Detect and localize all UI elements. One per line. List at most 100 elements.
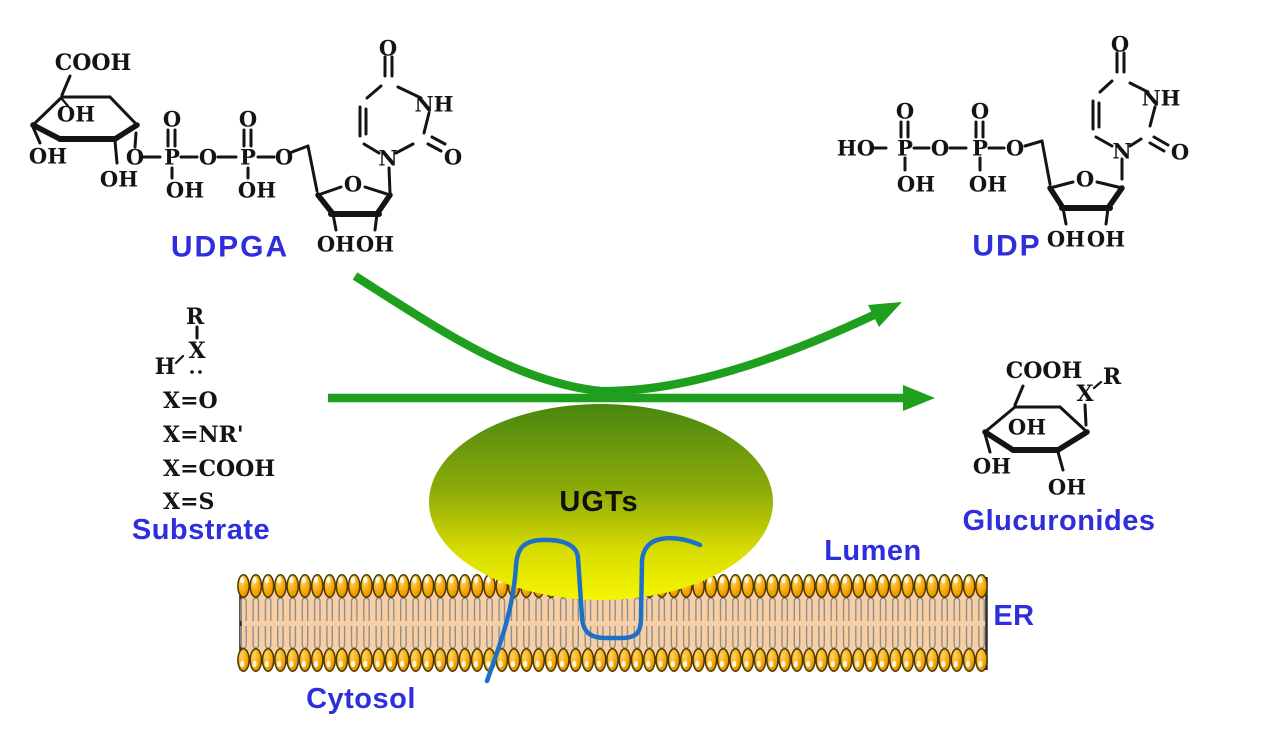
lipid-head	[335, 648, 349, 672]
lipid-head-highlight	[301, 660, 306, 668]
lipid-head-highlight	[756, 576, 762, 584]
lipid-head	[667, 648, 681, 672]
lipid-tail	[867, 597, 875, 621]
oh-label: OH	[166, 178, 204, 203]
oh-label: OH	[969, 172, 1007, 197]
lipid-tail	[412, 626, 420, 649]
lipid-head-highlight	[830, 660, 835, 668]
lipid-head	[593, 648, 607, 672]
lipid-head-highlight	[400, 576, 405, 584]
o-label: O	[239, 107, 257, 132]
lipid-head-highlight	[436, 576, 442, 584]
lipid-head-highlight	[264, 576, 270, 584]
lipid-head-highlight	[892, 576, 897, 584]
lipid-tail	[682, 597, 690, 621]
lipid-tail	[941, 626, 948, 649]
lipid-head-highlight	[978, 660, 983, 668]
lipid-head	[827, 648, 841, 672]
lipid-head	[310, 648, 324, 672]
lipid-head-highlight	[682, 660, 688, 668]
lipid-tail	[363, 626, 370, 649]
o-label: O	[275, 145, 293, 170]
lipid-tail	[535, 597, 543, 621]
lipid-head	[556, 648, 570, 672]
lipid-tail	[781, 626, 789, 649]
reaction-arrows	[328, 272, 935, 411]
lipid-tail	[633, 626, 641, 649]
lipid-head	[458, 648, 472, 672]
lipid-tail	[904, 597, 912, 621]
oh-label: OH	[57, 102, 95, 127]
lipid-head	[606, 648, 619, 672]
udpga-label: UDPGA	[171, 231, 289, 264]
lipid-head-highlight	[375, 576, 380, 584]
lipid-head-highlight	[744, 576, 749, 584]
lipid-head	[618, 648, 632, 672]
oh-label: OH	[1087, 227, 1125, 252]
lipid-tail	[240, 626, 247, 649]
lipid-head-highlight	[486, 660, 491, 668]
lipid-head-highlight	[436, 660, 442, 668]
lipid-tail	[953, 626, 961, 649]
oh-label: OH	[1048, 475, 1086, 500]
lipid-head-highlight	[633, 660, 639, 668]
lipid-tail	[350, 597, 358, 621]
oh-label: OH	[317, 232, 355, 257]
lipid-tail	[449, 626, 456, 649]
lipid-head	[249, 648, 263, 672]
o-label: O	[1006, 136, 1024, 161]
lipid-head	[372, 648, 386, 672]
lipid-head-highlight	[769, 576, 774, 584]
lipid-head	[962, 648, 976, 672]
lipid-head	[766, 648, 779, 672]
lipid-head-highlight	[277, 660, 282, 668]
lipid-head-highlight	[301, 576, 306, 584]
lipid-tail	[326, 597, 333, 621]
lipid-head-highlight	[621, 660, 626, 668]
lipid-head-highlight	[744, 660, 749, 668]
lipid-tail	[277, 626, 284, 649]
lipid-head-highlight	[707, 660, 712, 668]
lipid-head-highlight	[965, 660, 971, 668]
lipid-tail	[547, 626, 555, 649]
lipid-tail	[744, 597, 752, 621]
substrate-variant: X=NR'	[163, 422, 244, 448]
lipid-tail	[781, 597, 789, 621]
lipid-tail	[400, 626, 407, 649]
lipid-tail	[424, 597, 432, 621]
lipid-head-highlight	[449, 576, 454, 584]
lipid-head	[790, 648, 804, 672]
lipid-tail	[756, 626, 764, 649]
lipid-head-highlight	[498, 660, 503, 668]
lipid-head	[839, 648, 853, 672]
lipid-head-highlight	[965, 576, 971, 584]
lipid-tail	[449, 597, 456, 621]
lipid-head-highlight	[732, 576, 737, 584]
lipid-head-highlight	[793, 576, 798, 584]
oh-label: OH	[973, 454, 1011, 479]
oh-label: OH	[29, 144, 67, 169]
glucuronides-structure: COOH X R OH OH OH	[973, 358, 1122, 500]
lipid-head-highlight	[646, 660, 651, 668]
lipid-head-highlight	[510, 660, 516, 668]
lipid-head	[729, 648, 742, 672]
glucuronides-label: Glucuronides	[963, 505, 1156, 537]
lipid-head-highlight	[978, 576, 983, 584]
lipid-tail	[793, 626, 801, 649]
lipid-head	[397, 648, 410, 672]
lipid-head	[655, 648, 669, 672]
lipid-head	[975, 648, 988, 672]
lipid-tail	[670, 626, 678, 649]
lipid-tail	[252, 626, 260, 649]
lipid-head	[741, 648, 755, 672]
lipid-head-highlight	[842, 660, 848, 668]
lipid-tail	[424, 626, 432, 649]
lipid-head-highlight	[547, 660, 552, 668]
r-label: R	[1103, 364, 1122, 390]
lipid-tail	[879, 626, 887, 649]
udpga-structure: COOH OH OH OH O P O P O O OH O OH O	[29, 36, 462, 257]
lipid-head-highlight	[781, 660, 786, 668]
lipid-tail	[498, 597, 506, 621]
udp-label: UDP	[972, 230, 1041, 263]
